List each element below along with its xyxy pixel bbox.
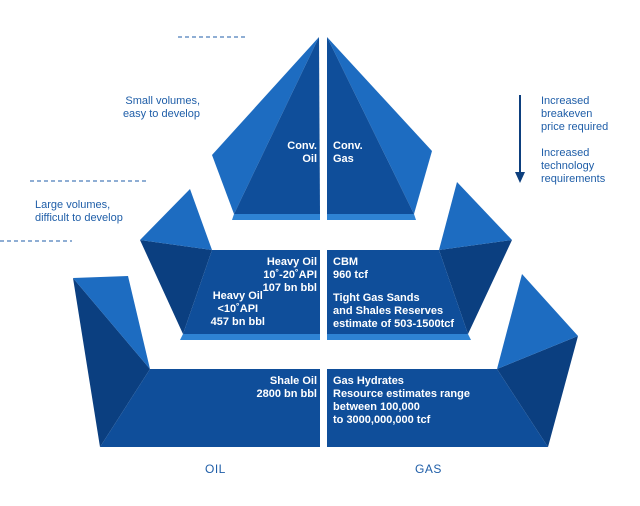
note-technology: Increased technology requirements — [541, 147, 606, 185]
top-base-left — [232, 214, 320, 220]
note-breakeven-price: Increased breakeven price required — [541, 95, 609, 133]
axis-label-gas: GAS — [415, 462, 442, 476]
middle-left-back — [140, 189, 212, 250]
axis-label-oil: OIL — [205, 462, 226, 476]
middle-gas-face — [327, 250, 468, 334]
middle-tier — [140, 182, 512, 340]
middle-right-back — [439, 182, 512, 250]
top-right-side — [327, 37, 432, 214]
label-heavy-oil-under-10: Heavy Oil <10˚API 457 bn bbl — [210, 290, 265, 328]
label-conv-gas: Conv. Gas — [333, 140, 363, 165]
top-tier — [212, 37, 432, 220]
top-left-side — [212, 37, 319, 214]
bottom-right-side — [497, 336, 578, 447]
top-gas-face — [327, 37, 414, 214]
bottom-right-back — [497, 274, 578, 369]
label-shale-oil: Shale Oil 2800 bn bbl — [256, 375, 317, 400]
label-gas-hydrates: Gas Hydrates Resource estimates range be… — [333, 375, 470, 426]
note-small-volumes: Small volumes, easy to develop — [122, 95, 200, 120]
label-heavy-oil-10-20: Heavy Oil 10˚-20˚API 107 bn bbl — [262, 256, 317, 294]
arrow-down-icon — [515, 172, 525, 183]
middle-oil-face — [183, 250, 320, 334]
bottom-tier — [73, 274, 578, 447]
bottom-left-back — [73, 276, 150, 369]
top-base-right — [327, 214, 416, 220]
bottom-oil-face — [100, 369, 320, 447]
middle-base-right — [327, 334, 471, 340]
middle-left-side — [140, 240, 212, 334]
label-tight-gas: Tight Gas Sands and Shales Reserves esti… — [333, 292, 455, 330]
bottom-gas-face — [327, 369, 548, 447]
top-oil-face — [234, 37, 320, 214]
middle-base-left — [180, 334, 320, 340]
note-large-volumes: Large volumes, difficult to develop — [35, 199, 123, 224]
label-conv-oil: Conv. Oil — [287, 140, 317, 165]
middle-right-side — [439, 240, 512, 334]
label-cbm: CBM 960 tcf — [333, 256, 368, 281]
bottom-left-side — [73, 278, 150, 447]
